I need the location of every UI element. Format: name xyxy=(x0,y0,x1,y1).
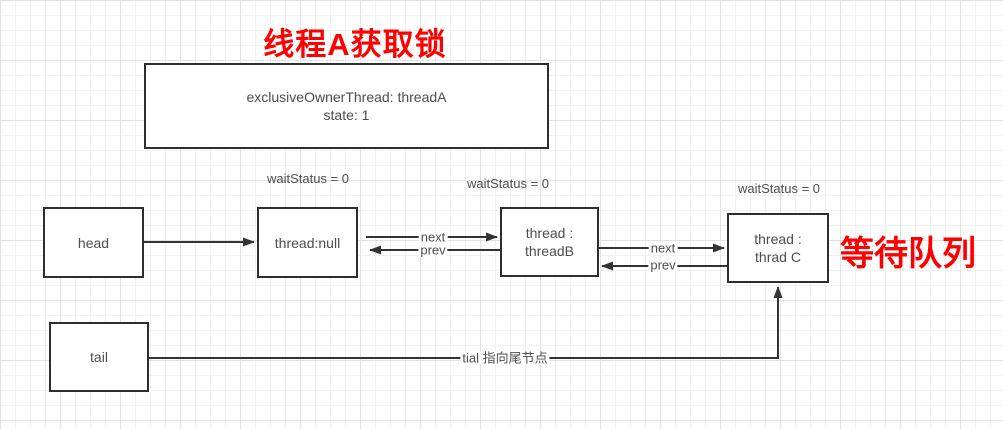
prev-edge-label-2: prev xyxy=(648,257,678,273)
wait-status-node1: waitStatus = 0 xyxy=(267,171,350,186)
wait-status-node3: waitStatus = 0 xyxy=(738,181,821,196)
owner-thread-text: exclusiveOwnerThread: threadA xyxy=(246,89,447,105)
thread-null-node-box: thread:null xyxy=(257,207,358,278)
thread-c-label-line2: thrad C xyxy=(755,249,801,265)
exclusive-owner-box: exclusiveOwnerThread: threadA state: 1 xyxy=(144,63,549,149)
head-label: head xyxy=(77,234,110,251)
wait-queue-label: 等待队列 xyxy=(840,235,976,273)
edge-tail-to-node3 xyxy=(149,286,783,359)
thread-b-label-line1: thread : xyxy=(525,225,574,241)
diagram-title: 线程A获取锁 xyxy=(263,27,447,62)
thread-null-label: thread:null xyxy=(274,234,341,251)
thread-b-node-box: thread : threadB xyxy=(500,207,599,277)
tail-label: tail xyxy=(90,349,108,365)
thread-c-label-line1: thread : xyxy=(754,231,802,247)
next-edge-label-2: next xyxy=(648,240,678,256)
next-edge-label-1: next xyxy=(418,229,448,245)
thread-c-node-box: thread : thrad C xyxy=(727,213,829,283)
state-text: state: 1 xyxy=(323,107,370,123)
tail-node-box: tail xyxy=(49,322,149,392)
thread-b-label-line2: threadB xyxy=(524,243,575,259)
prev-edge-label-1: prev xyxy=(418,242,448,258)
head-node-box: head xyxy=(43,207,144,278)
tail-pointer-label: tial 指向尾节点 xyxy=(460,350,550,366)
wait-status-node2: waitStatus = 0 xyxy=(467,176,550,191)
